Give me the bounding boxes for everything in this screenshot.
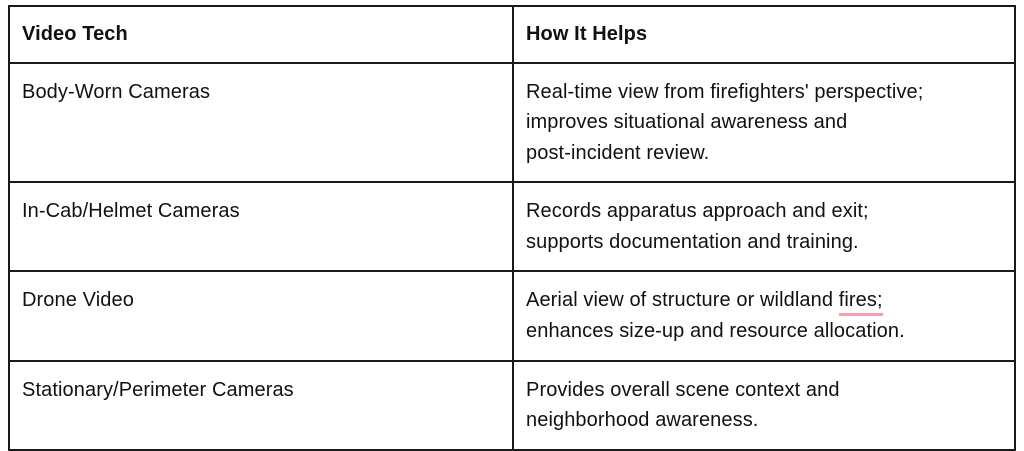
cell-video-tech: In-Cab/Helmet Cameras [8, 181, 514, 272]
table-header-row: Video Tech How It Helps [8, 5, 1016, 64]
how-it-helps-text: Aerial view of structure or wildland fir… [514, 272, 1014, 360]
how-it-helps-text: Records apparatus approach and exit; sup… [514, 183, 1014, 270]
how-it-helps-text: Real-time view from firefighters' perspe… [514, 64, 1014, 182]
table-row: Body-Worn Cameras Real-time view from fi… [8, 61, 1016, 183]
how-it-helps-line-2: neighborhood awareness. [526, 409, 759, 431]
video-tech-label: In-Cab/Helmet Cameras [22, 200, 240, 222]
table-header: Video Tech How It Helps [8, 5, 1016, 64]
cell-video-tech: Stationary/Perimeter Cameras [8, 359, 514, 451]
how-it-helps-line-2: improves situational awareness and [526, 111, 848, 133]
video-tech-table: Video Tech How It Helps Body-Worn Camera… [8, 5, 1016, 451]
table-row: Drone Video Aerial view of structure or … [8, 270, 1016, 362]
how-it-helps-line-2: enhances size-up and resource allocation… [526, 320, 905, 342]
video-tech-label: Body-Worn Cameras [22, 80, 211, 103]
how-it-helps-line-1: Real-time view from firefighters' perspe… [526, 80, 924, 103]
cell-how-it-helps: Provides overall scene context and neigh… [512, 359, 1016, 451]
table-body: Body-Worn Cameras Real-time view from fi… [8, 61, 1016, 451]
video-tech-label: Stationary/Perimeter Cameras [22, 378, 294, 401]
how-it-helps-line-1: Records apparatus approach and exit; [526, 200, 869, 222]
column-header-video-tech-label: Video Tech [22, 23, 128, 45]
cell-how-it-helps: Real-time view from firefighters' perspe… [512, 61, 1016, 183]
document-page: Video Tech How It Helps Body-Worn Camera… [8, 5, 1016, 451]
spellcheck-underlined-word[interactable]: fires; [838, 289, 883, 316]
table-row: Stationary/Perimeter Cameras Provides ov… [8, 359, 1016, 451]
column-header-video-tech: Video Tech [8, 5, 514, 64]
cell-how-it-helps: Aerial view of structure or wildland fir… [512, 270, 1016, 362]
table-row: In-Cab/Helmet Cameras Records apparatus … [8, 181, 1016, 272]
cell-video-tech: Body-Worn Cameras [8, 61, 514, 183]
how-it-helps-line-1-prefix: Aerial view of structure or wildland [526, 289, 839, 311]
video-tech-label: Drone Video [22, 289, 134, 311]
how-it-helps-line-2: supports documentation and training. [526, 230, 859, 253]
how-it-helps-text: Provides overall scene context and neigh… [514, 362, 1014, 449]
column-header-how-it-helps: How It Helps [512, 5, 1016, 64]
how-it-helps-line-3: post-incident review. [526, 141, 710, 164]
cell-how-it-helps: Records apparatus approach and exit; sup… [512, 181, 1016, 272]
cell-video-tech: Drone Video [8, 270, 514, 362]
how-it-helps-line-1: Provides overall scene context and [526, 378, 840, 401]
column-header-how-it-helps-label: How It Helps [526, 23, 648, 45]
